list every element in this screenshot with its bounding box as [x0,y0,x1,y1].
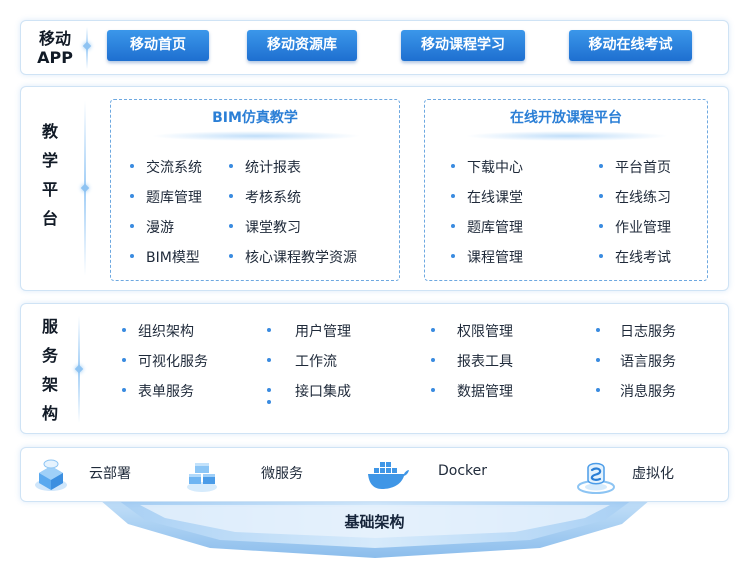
list-item: 权限管理 [431,321,513,341]
infra-label-cloud: 云部署 [89,466,131,482]
list-item: 课堂教习 [229,217,301,237]
bullet-icon [599,254,603,258]
infra-label-virtualization: 虚拟化 [632,466,674,482]
list-item: 在线考试 [599,247,671,267]
mobile-exam-button[interactable]: 移动在线考试 [569,30,692,61]
microservice-icon [187,463,217,492]
list-item: 接口集成 [267,381,351,401]
online-box-title: 在线开放课程平台 [510,110,622,126]
list-item: 表单服务 [122,381,194,401]
divider-marker-icon [80,183,90,193]
bullet-icon [267,400,271,404]
virtualization-icon [577,462,615,494]
list-item: 数据管理 [431,381,513,401]
mobile-app-panel: 移动 APP 移动首页 移动资源库 移动课程学习 移动在线考试 [20,20,729,75]
list-item: 报表工具 [431,351,513,371]
bullet-only [267,396,283,412]
infra-label-docker: Docker [438,463,488,479]
bullet-icon [431,388,435,392]
list-item: 消息服务 [596,381,676,401]
mobile-course-button[interactable]: 移动课程学习 [401,30,525,61]
list-item: 统计报表 [229,157,301,177]
bullet-icon [599,224,603,228]
bullet-icon [451,194,455,198]
infra-label-microservice: 微服务 [261,466,303,482]
divider-marker-icon [74,364,84,374]
bullet-icon [596,358,600,362]
divider-marker-icon [82,41,92,51]
mobile-home-button[interactable]: 移动首页 [107,30,209,61]
list-item: BIM模型 [130,247,200,267]
bullet-icon [130,224,134,228]
bim-simulation-box: BIM仿真教学 交流系统 题库管理 漫游 BIM模型 统计报表 考核系统 课堂教… [110,99,400,281]
list-item: 用户管理 [267,321,351,341]
bullet-icon [599,164,603,168]
bullet-icon [451,254,455,258]
title-underline [151,131,361,141]
list-item: 考核系统 [229,187,301,207]
bullet-icon [451,164,455,168]
bullet-icon [596,388,600,392]
list-item: 交流系统 [130,157,202,177]
bullet-icon [431,328,435,332]
list-item: 语言服务 [596,351,676,371]
list-item: 在线练习 [599,187,671,207]
list-item: 可视化服务 [122,351,208,371]
online-course-box: 在线开放课程平台 下载中心 在线课堂 题库管理 课程管理 平台首页 在线练习 作… [424,99,708,281]
foundation-label: 基础架构 [344,513,405,531]
list-item: 在线课堂 [451,187,523,207]
bullet-icon [122,358,126,362]
list-item: 组织架构 [122,321,194,341]
list-item: 题库管理 [130,187,202,207]
bullet-icon [229,224,233,228]
bullet-icon [122,328,126,332]
bullet-icon [599,194,603,198]
bullet-icon [431,358,435,362]
mobile-app-label: 移动 APP [37,29,73,68]
service-arch-label: 服 务 架 构 [41,317,58,423]
bullet-icon [229,194,233,198]
teaching-platform-panel: 教 学 平 台 BIM仿真教学 交流系统 题库管理 漫游 BIM模型 统计报表 … [20,86,729,291]
list-item: 下载中心 [451,157,523,177]
bullet-icon [451,224,455,228]
title-underline [465,131,669,141]
bullet-icon [267,388,271,392]
bullet-icon [267,328,271,332]
list-item: 平台首页 [599,157,671,177]
list-item: 课程管理 [451,247,523,267]
bullet-icon [229,164,233,168]
bullet-icon [122,388,126,392]
cloud-deploy-icon [35,459,67,491]
list-item: 漫游 [130,217,174,237]
list-item: 作业管理 [599,217,671,237]
bim-box-title: BIM仿真教学 [212,110,298,126]
mobile-resource-button[interactable]: 移动资源库 [247,30,357,61]
list-item: 工作流 [267,351,337,371]
bullet-icon [130,194,134,198]
service-arch-panel: 服 务 架 构 组织架构 可视化服务 表单服务 用户管理 工作流 接口集成 权限… [20,303,729,434]
list-item: 日志服务 [596,321,676,341]
list-item: 题库管理 [451,217,523,237]
infrastructure-panel: 云部署 微服务 Docker 虚拟化 [20,447,729,502]
bullet-icon [229,254,233,258]
bullet-icon [596,328,600,332]
bullet-icon [130,164,134,168]
bullet-icon [130,254,134,258]
docker-icon [368,462,409,489]
teaching-platform-label: 教 学 平 台 [41,122,58,228]
list-item: 核心课程教学资源 [229,247,357,267]
bullet-icon [267,358,271,362]
